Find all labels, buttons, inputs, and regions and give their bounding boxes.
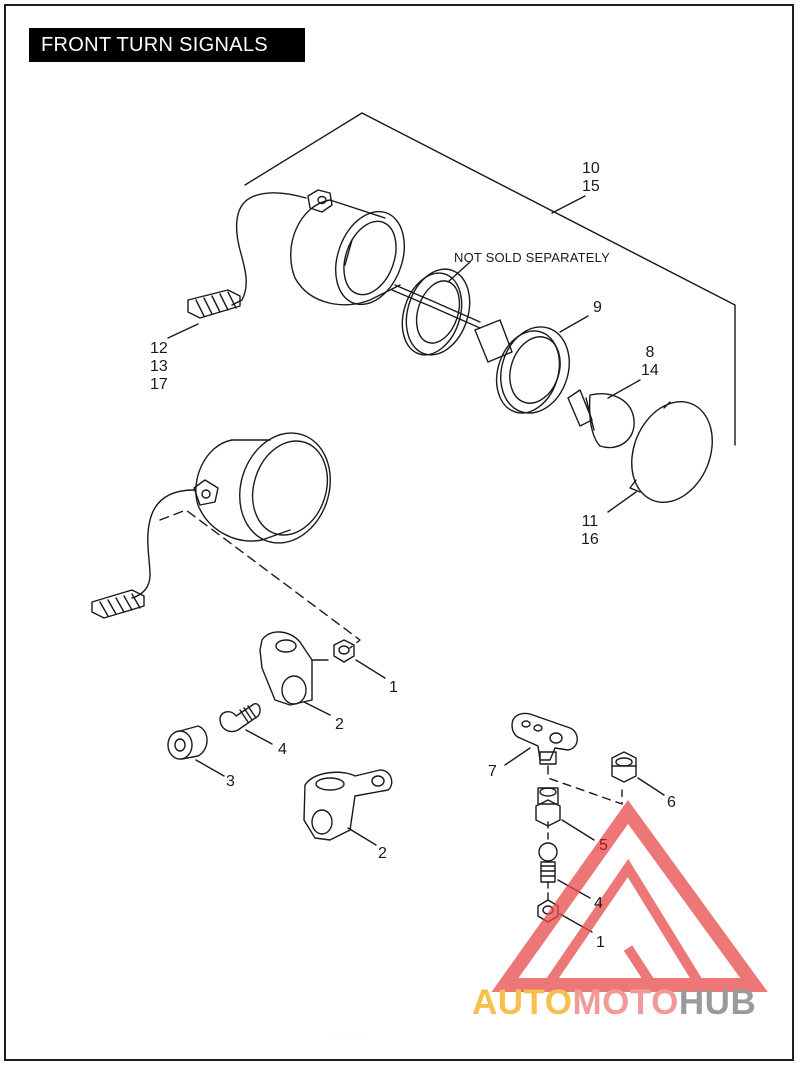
nut-6 <box>611 751 637 783</box>
callout-1-top: 1 <box>389 679 398 696</box>
leader-11-16 <box>607 491 637 513</box>
watermark-part-auto: AUTO <box>472 983 573 1022</box>
leader-not-sold <box>447 261 471 283</box>
lamp-housing-upper <box>290 189 405 306</box>
callout-3: 3 <box>226 773 235 790</box>
callout-10-15: 10 15 <box>582 160 600 195</box>
nut-upper <box>333 639 355 663</box>
leader-10-15 <box>551 195 586 214</box>
bulb <box>567 389 635 449</box>
watermark-wordmark: AUTOMOTOHUB <box>472 983 756 1023</box>
watermark-logo <box>491 800 768 992</box>
callout-8-14: 8 14 <box>641 344 659 379</box>
mount-bracket-lower <box>303 769 393 841</box>
set-screw <box>167 725 208 760</box>
leader-5 <box>561 819 595 841</box>
page-border <box>4 4 794 1061</box>
ball-stud <box>538 842 558 883</box>
adapter-5 <box>535 787 561 827</box>
lamp-assembled <box>193 432 331 544</box>
clamp-upper <box>259 631 329 706</box>
leader-12-13-17 <box>167 323 199 339</box>
connector-upper <box>187 289 241 319</box>
bulb-socket <box>474 319 570 414</box>
watermark-part-moto: MOTO <box>572 983 679 1022</box>
watermark-part-hub: HUB <box>678 983 757 1022</box>
callout-12-13-17: 12 13 17 <box>150 340 168 393</box>
lamp-wire-upper <box>231 192 307 306</box>
callout-2-bottom: 2 <box>378 845 387 862</box>
note-not-sold-separately: NOT SOLD SEPARATELY <box>454 250 610 265</box>
leader-6 <box>637 777 665 796</box>
lens-upper <box>629 401 713 503</box>
leader-1-top <box>355 659 386 679</box>
leader-3 <box>195 759 225 777</box>
lower-dashed-line <box>547 765 623 805</box>
group-bracket <box>244 112 736 446</box>
leader-7 <box>504 747 531 766</box>
lamp-wire-lower <box>131 489 195 599</box>
callout-11-16: 11 16 <box>581 513 599 548</box>
callout-7: 7 <box>488 763 497 780</box>
leader-9 <box>559 315 589 333</box>
leader-8-14 <box>607 379 641 399</box>
callout-5: 5 <box>599 837 608 854</box>
callout-6: 6 <box>667 794 676 811</box>
callout-4-left: 4 <box>278 741 287 758</box>
callout-1-bottom: 1 <box>596 934 605 951</box>
connector-lower <box>91 589 145 619</box>
callout-4-right: 4 <box>594 895 603 912</box>
leader-2-top <box>303 701 331 716</box>
gasket <box>401 268 471 356</box>
callout-9: 9 <box>593 299 602 316</box>
footer-faint-text: · · · · · · <box>330 1033 369 1042</box>
stud-left <box>219 703 261 733</box>
leader-2-bottom <box>347 827 377 846</box>
callout-2-top: 2 <box>335 716 344 733</box>
leader-4-left <box>245 729 273 745</box>
page-title: FRONT TURN SIGNALS <box>29 28 305 62</box>
bracket-plate <box>511 712 578 765</box>
assembly-dashed-line <box>159 509 361 649</box>
